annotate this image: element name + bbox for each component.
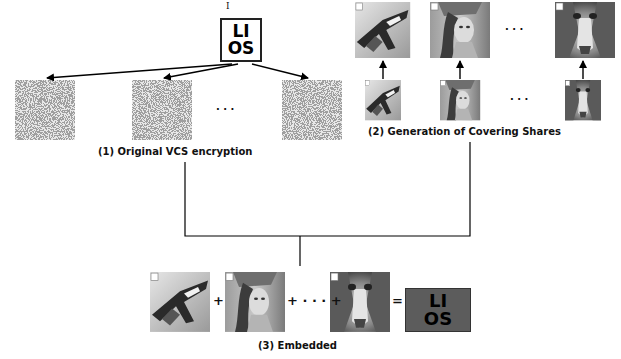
plus-sign: + [213,294,224,308]
ellipsis: · · · [216,104,234,115]
ellipsis: · · · [505,24,523,35]
image-text: LI OS [228,23,255,57]
secret-image: LI OS [220,18,262,62]
revealed-image: LI OS [405,288,471,332]
equals-sign: = [392,294,403,308]
cursor-mark: I [226,2,230,12]
step-caption: (1) Original VCS encryption [98,146,252,157]
ellipsis: · · · [510,94,528,105]
image-text: LI OS [424,292,452,328]
sum-ellipsis: + · · · + [287,294,342,308]
step-caption: (3) Embedded [258,340,337,351]
step-caption: (2) Generation of Covering Shares [368,126,561,137]
